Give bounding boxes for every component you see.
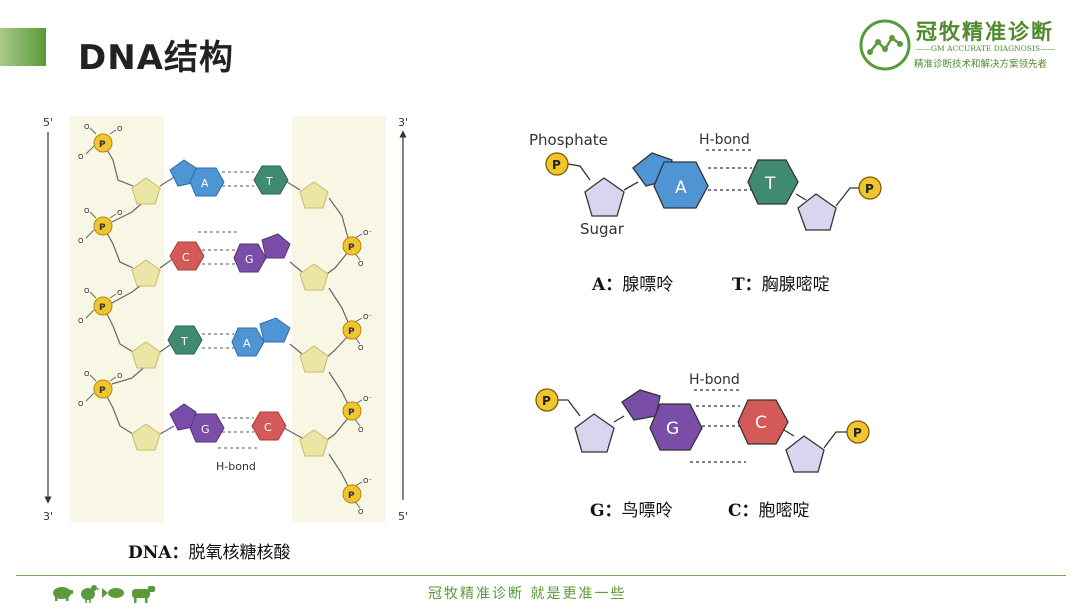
svg-text:P: P xyxy=(348,327,355,337)
gc-base-g: G xyxy=(666,419,679,439)
chicken-icon xyxy=(81,585,100,603)
svg-text:O: O xyxy=(358,508,364,516)
right-top-3prime: 3' xyxy=(398,116,408,129)
svg-text:P: P xyxy=(99,223,106,233)
company-logo: 冠牧精准诊断 ——GM ACCURATE DIAGNOSIS—— 精准诊断技术和… xyxy=(858,16,1068,76)
svg-text:O: O xyxy=(78,153,84,161)
left-bottom-3prime: 3' xyxy=(43,510,53,523)
base-1-right: T xyxy=(265,175,273,188)
at-phosphate-label: Phosphate xyxy=(529,131,608,149)
svg-text:P: P xyxy=(348,243,355,253)
legend-c-value: 胞嘧啶 xyxy=(758,501,810,521)
svg-text:O⁻: O⁻ xyxy=(363,477,373,485)
svg-text:O: O xyxy=(84,370,90,378)
base-4-left: G xyxy=(201,423,210,436)
footer-slogan: 冠牧精准诊断 就是更准一些 xyxy=(428,586,627,602)
at-sugar-label: Sugar xyxy=(580,220,625,238)
legend-t: T：胸腺嘧啶 xyxy=(732,275,830,295)
left-top-5prime: 5' xyxy=(43,116,53,129)
base-2-left: C xyxy=(182,251,190,264)
dna-caption-key: DNA： xyxy=(128,543,189,563)
svg-text:O⁻: O⁻ xyxy=(363,229,373,237)
dna-caption-value: 脱氧核糖核酸 xyxy=(188,543,291,563)
legend-t-value: 胸腺嘧啶 xyxy=(761,275,830,295)
legend-c: C：胞嘧啶 xyxy=(728,501,810,521)
pair-1: A T xyxy=(169,159,289,197)
svg-text:O: O xyxy=(117,125,123,133)
svg-text:O: O xyxy=(78,237,84,245)
base-1-left: A xyxy=(201,177,209,190)
legend-a-value: 腺嘌呤 xyxy=(622,275,674,295)
legend-g-value: 鸟嘌呤 xyxy=(621,501,673,521)
legend-a: A：腺嘌呤 xyxy=(592,275,674,295)
left-phosphates: O O O P O O O P O O O P xyxy=(78,123,123,408)
phosphate-label: P xyxy=(99,140,106,150)
title-accent-bar xyxy=(0,28,46,66)
cow-icon xyxy=(132,586,155,603)
svg-text:O⁻: O⁻ xyxy=(363,313,373,321)
dna-hbond-label: H-bond xyxy=(216,460,256,473)
svg-text:O: O xyxy=(78,400,84,408)
svg-text:O: O xyxy=(117,289,123,297)
logo-name-cn: 冠牧精准诊断 xyxy=(916,19,1054,44)
gc-left-p: P xyxy=(542,394,551,408)
svg-text:O: O xyxy=(117,209,123,217)
gc-right-p: P xyxy=(853,426,862,440)
right-phosphates: O⁻ O P O⁻ O P O⁻ O P O⁻ O P xyxy=(342,229,373,516)
right-sugar-group xyxy=(299,181,329,457)
svg-text:O⁻: O⁻ xyxy=(363,395,373,403)
pair-4: G C xyxy=(169,403,287,443)
svg-text:O: O xyxy=(84,123,90,131)
base-3-right: A xyxy=(243,337,251,350)
left-sugar-group xyxy=(131,177,161,451)
svg-text:P: P xyxy=(99,386,106,396)
at-left-p: P xyxy=(552,158,561,172)
gc-base-c: C xyxy=(755,413,767,433)
right-bottom-5prime: 5' xyxy=(398,510,408,523)
at-hbond-label: H-bond xyxy=(699,132,750,148)
svg-text:P: P xyxy=(99,303,106,313)
at-right-p: P xyxy=(865,182,874,196)
pig-icon xyxy=(53,587,73,601)
svg-text:O: O xyxy=(84,287,90,295)
fish-icon xyxy=(102,588,124,598)
logo-name-en: ——GM ACCURATE DIAGNOSIS—— xyxy=(916,44,1056,53)
gc-hbond-label: H-bond xyxy=(689,372,740,388)
base-2-right: G xyxy=(245,253,254,266)
base-3-left: T xyxy=(180,335,188,348)
svg-text:O: O xyxy=(117,372,123,380)
dna-caption: DNA：脱氧核糖核酸 xyxy=(128,538,290,563)
logo-slogan: 精准诊断技术和解决方案领先者 xyxy=(914,59,1048,70)
footer-animal-icons xyxy=(53,585,155,603)
svg-text:O: O xyxy=(84,207,90,215)
slide-title: DNA结构 xyxy=(78,38,234,78)
gc-pair-diagram: H-bond P G C P xyxy=(535,372,870,473)
at-base-a: A xyxy=(675,178,687,198)
svg-text:O: O xyxy=(78,317,84,325)
svg-text:O: O xyxy=(358,344,364,352)
svg-text:O: O xyxy=(358,260,364,268)
svg-text:P: P xyxy=(348,491,355,501)
logo-emblem-icon xyxy=(859,19,911,71)
legend-g: G：鸟嘌呤 xyxy=(590,501,673,521)
svg-text:P: P xyxy=(348,408,355,418)
pair-2: C G xyxy=(169,233,291,273)
at-base-t: T xyxy=(764,174,776,194)
at-pair-diagram: Phosphate Sugar H-bond P A T P xyxy=(529,131,882,238)
pair-3: T A xyxy=(167,317,291,357)
svg-text:O: O xyxy=(358,426,364,434)
base-4-right: C xyxy=(264,421,272,434)
footer-divider xyxy=(16,575,1066,576)
